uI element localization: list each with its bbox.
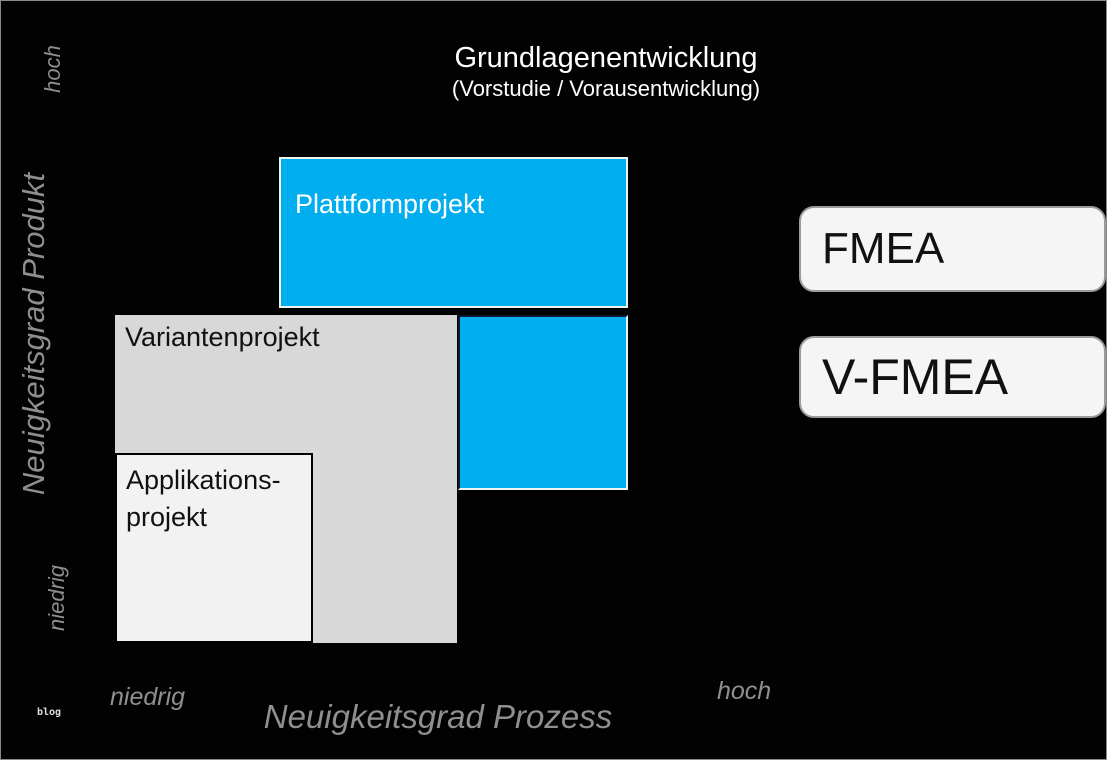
application-project-label-line2: projekt <box>126 502 208 532</box>
y-axis-tick-high: hoch <box>40 45 65 93</box>
x-axis-tick-low: niedrig <box>110 683 186 711</box>
platform-project-box: Plattformprojekt <box>279 157 628 308</box>
y-axis-tick-low: niedrig <box>44 564 69 632</box>
v-fmea-panel: V-FMEA <box>799 336 1106 418</box>
fmea-label: FMEA <box>822 224 945 273</box>
page-subtitle: (Vorstudie / Vorausentwicklung) <box>451 76 761 101</box>
platform-project-label: Plattformprojekt <box>295 189 485 219</box>
variant-project-label: Variantenprojekt <box>125 322 320 352</box>
x-axis-label: Neuigkeitsgrad Prozess <box>263 698 613 735</box>
watermark-text: blog <box>37 707 62 718</box>
application-project-label-line1: Applikations- <box>126 465 281 495</box>
y-axis-label: Neuigkeitsgrad Produkt <box>16 172 51 496</box>
x-axis-tick-high: hoch <box>717 677 772 705</box>
v-fmea-label: V-FMEA <box>822 349 1009 405</box>
header: Grundlagenentwicklung (Vorstudie / Vorau… <box>406 41 806 103</box>
application-project-box: Applikations- projekt <box>115 453 313 643</box>
fmea-panel: FMEA <box>799 206 1106 292</box>
page-title: Grundlagenentwicklung <box>454 42 758 74</box>
platform-project-extension-box <box>458 315 628 490</box>
